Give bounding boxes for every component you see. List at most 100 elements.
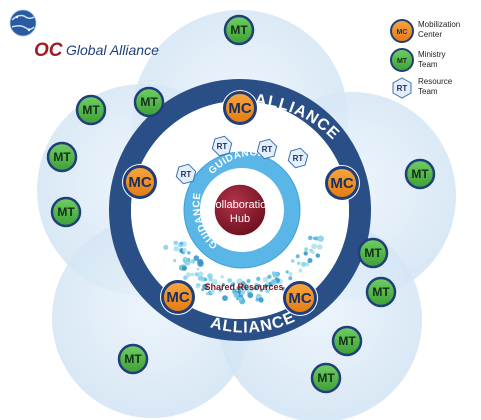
resource-dot — [195, 284, 200, 289]
resource-dot — [182, 247, 188, 253]
mt-node: MT — [133, 86, 165, 118]
rt-label: RT — [181, 170, 192, 179]
resource-dot — [236, 285, 242, 291]
resource-dot — [304, 261, 310, 267]
resource-dot — [270, 279, 277, 286]
resource-dot — [230, 283, 234, 287]
logo-mark: OC — [34, 40, 63, 61]
resource-dot — [244, 287, 248, 291]
guidance-ring — [184, 152, 300, 268]
resource-dot — [295, 254, 300, 259]
resource-dot — [201, 288, 204, 292]
rt-label: RT — [293, 154, 304, 163]
svg-text:MT: MT — [397, 58, 408, 65]
hub-line-2: Hub — [230, 213, 250, 225]
resource-dot — [271, 271, 275, 275]
shared-resources-label: Shared Resources — [204, 282, 283, 292]
resource-dot — [197, 258, 204, 265]
resource-dot — [310, 250, 315, 255]
resource-dot — [222, 295, 228, 301]
resource-dot — [246, 279, 251, 283]
rt-node: RT — [256, 138, 278, 160]
resource-dot — [290, 259, 295, 263]
resource-dot — [187, 251, 191, 255]
resource-dot — [198, 271, 204, 277]
rt-label: RT — [262, 145, 273, 154]
resource-dot — [240, 282, 247, 289]
svg-text:Resource: Resource — [418, 77, 453, 86]
resource-dot — [264, 284, 268, 288]
mt-label: MT — [124, 352, 142, 366]
resource-dot — [314, 236, 319, 241]
resource-dot — [301, 261, 307, 267]
resource-dot — [254, 282, 259, 288]
resource-dot — [303, 251, 308, 256]
resource-dot — [173, 240, 178, 246]
mt-node: MT — [75, 94, 107, 126]
resource-dot — [265, 288, 270, 294]
mt-label: MT — [230, 23, 248, 37]
legend-item-mc: MC Mobilization Center — [390, 19, 460, 43]
resource-teams: RT RT RT RT — [175, 135, 309, 185]
rt-node: RT — [287, 147, 309, 169]
hub-line-1: Collaboration — [208, 199, 273, 211]
globe-icon — [9, 9, 37, 37]
svg-text:Team: Team — [418, 87, 438, 96]
ministry-teams: MT MT MT MT MT MT MT MT MT MT MT — [46, 14, 436, 394]
resource-dot — [298, 268, 303, 273]
resource-dot — [267, 275, 271, 279]
resource-dot — [205, 292, 209, 296]
mc-node: MC — [160, 279, 196, 315]
mt-label: MT — [411, 167, 429, 181]
resource-dot — [237, 290, 241, 294]
mt-label: MT — [57, 205, 75, 219]
mt-node: MT — [310, 362, 342, 394]
mc-node: MC — [282, 280, 318, 316]
mt-node: MT — [46, 141, 78, 173]
resource-dot — [253, 286, 258, 291]
svg-text:RT: RT — [397, 84, 408, 93]
resource-dot — [238, 289, 246, 296]
resource-dot — [262, 276, 269, 283]
resource-dot — [307, 235, 313, 241]
resource-dot — [208, 277, 213, 282]
mt-label: MT — [338, 334, 356, 348]
mc-label: MC — [166, 289, 189, 306]
mt-node: MT — [357, 237, 389, 269]
resource-dot — [255, 298, 259, 302]
resource-dot — [181, 265, 187, 271]
mt-label: MT — [317, 371, 335, 385]
resource-dot — [315, 253, 320, 258]
mt-label: MT — [372, 285, 390, 299]
resource-dot — [288, 276, 293, 281]
rt-label: RT — [217, 142, 228, 151]
mt-node: MT — [365, 276, 397, 308]
legend-item-rt: RT Resource Team — [392, 77, 453, 99]
mc-label: MC — [228, 100, 251, 117]
mc-label: MC — [330, 175, 353, 192]
resource-dot — [210, 289, 215, 294]
mt-label: MT — [82, 103, 100, 117]
resource-dot — [220, 275, 224, 279]
resource-dot — [179, 241, 184, 245]
resource-dot — [218, 288, 222, 292]
resource-dot — [185, 272, 191, 278]
resource-dot — [163, 244, 169, 250]
mc-node: MC — [324, 165, 360, 201]
resource-dot — [196, 267, 200, 271]
svg-text:MC: MC — [397, 29, 408, 36]
mt-node: MT — [117, 343, 149, 375]
logo-name: Global Alliance — [66, 42, 159, 58]
mt-node: MT — [50, 196, 82, 228]
resource-dot — [238, 296, 243, 302]
resource-dot — [204, 277, 208, 282]
shared-resources-dots — [163, 235, 324, 305]
resource-dot — [211, 278, 218, 286]
collaboration-hub: Collaboration Hub — [208, 183, 273, 237]
mc-label: MC — [288, 290, 311, 307]
svg-text:Ministry: Ministry — [418, 50, 446, 59]
resource-dot — [227, 278, 233, 283]
resource-dot — [259, 288, 263, 293]
